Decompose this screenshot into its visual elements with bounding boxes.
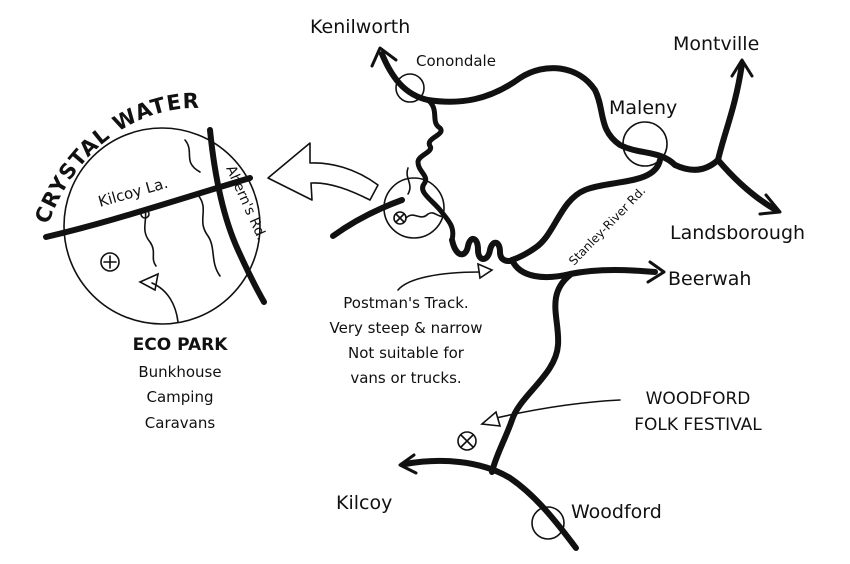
road-conondale-south (415, 97, 456, 243)
town-label-kilcoy: Kilcoy (336, 492, 392, 514)
inset-creek-1 (184, 139, 201, 173)
inset-eco-park-cross (103, 255, 117, 269)
road-postmans-track (449, 236, 515, 264)
road-montville (715, 61, 745, 163)
festival-pointer-line (495, 399, 621, 419)
town-label-montville: Montville (673, 33, 759, 55)
eco-park-line-2: Camping (147, 388, 214, 406)
road-landsborough (715, 157, 779, 213)
town-label-landsborough: Landsborough (670, 222, 805, 244)
postmans-track-line-2: Very steep & narrow (330, 319, 483, 337)
road-montville-arrow (730, 58, 754, 78)
inset-aherns-road (207, 127, 267, 305)
road-kenilworth-arrow (370, 46, 398, 68)
postmans-track-line-1: Postman's Track. (343, 294, 468, 312)
town-label-maleny: Maleny (609, 97, 677, 119)
inset-eco-park-marker (100, 252, 120, 272)
postmans-pointer-triangle (477, 262, 494, 280)
creek-north (406, 167, 411, 195)
inset-circle (63, 127, 261, 325)
crossing-marker-postman-x (395, 213, 405, 223)
festival-pointer-triangle (480, 410, 502, 427)
inset-callout-arrow (267, 142, 379, 201)
town-label-woodford: Woodford (571, 501, 662, 523)
festival-label-line-1: WOODFORD (646, 389, 751, 409)
town-label-kenilworth: Kenilworth (310, 16, 410, 38)
festival-marker-x (460, 434, 474, 448)
inset-crystal-waters: CRYSTAL WATERS Kilcoy La. Ahern's Rd. EC… (0, 0, 270, 432)
road-kenilworth (379, 51, 431, 103)
town-marker-maleny (622, 121, 668, 167)
inset-track-dot (140, 209, 150, 219)
postmans-track-line-4: vans or trucks. (350, 369, 461, 387)
inset-creek-2 (197, 194, 221, 277)
road-south-woodford (489, 272, 573, 475)
eco-park-line-1: Bunkhouse (138, 363, 221, 381)
road-kilcoy-woodford (402, 458, 579, 551)
road-west-to-crystal-waters (330, 197, 405, 239)
town-marker-crystal-waters-junction (383, 177, 445, 239)
road-beerwah-arrow (646, 260, 666, 284)
creek-postman (405, 212, 445, 219)
town-label-beerwah: Beerwah (668, 268, 751, 290)
road-landsborough-arrow (758, 193, 782, 216)
eco-park-line-3: Caravans (145, 414, 216, 432)
postmans-track-line-3: Not suitable for (348, 344, 465, 362)
town-marker-conondale (395, 73, 425, 103)
festival-label-line-2: FOLK FESTIVAL (634, 415, 762, 435)
postmans-pointer-line (397, 271, 481, 291)
road-stanley-river (509, 157, 663, 263)
road-maleny-junction (672, 157, 721, 173)
eco-park-title: ECO PARK (133, 335, 229, 355)
road-beerwah (509, 257, 658, 281)
inset-pointer-line (151, 282, 179, 323)
town-marker-woodford (531, 506, 565, 540)
inset-pointer-triangle (138, 272, 160, 292)
town-label-conondale: Conondale (416, 52, 496, 70)
inset-track (144, 207, 157, 267)
road-conondale-maleny (425, 65, 678, 168)
festival-marker (457, 431, 477, 451)
road-network (330, 46, 782, 551)
road-kilcoy-arrow (398, 453, 418, 475)
